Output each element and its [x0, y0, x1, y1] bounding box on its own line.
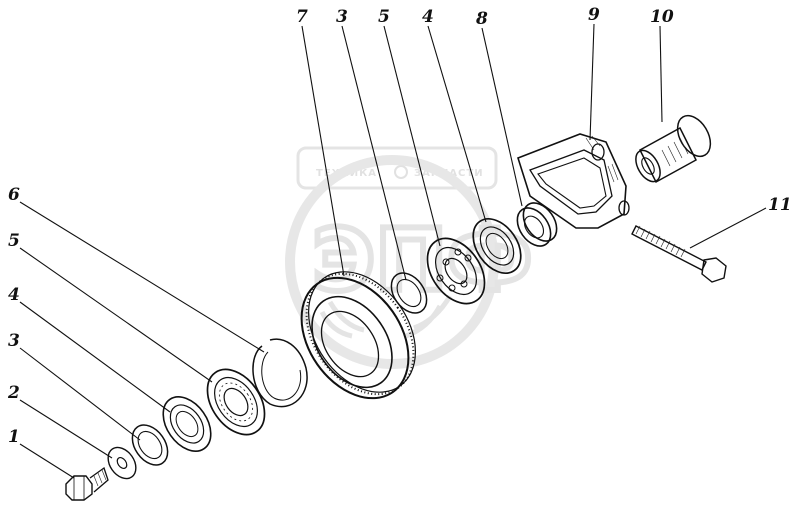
leader-7	[301, 25, 345, 277]
part-10-bushing	[635, 114, 712, 184]
part-6-snap-ring	[252, 338, 308, 408]
part-11-stud-bolt	[631, 225, 727, 283]
leader-6	[19, 201, 265, 353]
leader-2	[19, 399, 113, 459]
part-5-bearing-left	[206, 368, 266, 436]
leader-10	[659, 25, 663, 123]
callout-11: 11	[768, 195, 792, 215]
leader-3b	[341, 25, 407, 281]
gear-icon	[394, 165, 408, 179]
leader-3a	[19, 347, 141, 441]
part-9-bracket	[517, 133, 630, 229]
leader-5a	[19, 247, 213, 383]
watermark-monogram: ЭПФ	[312, 211, 532, 311]
callout-10: 10	[650, 7, 674, 27]
leader-11	[689, 207, 767, 249]
part-3-spacer-ring-left	[131, 424, 169, 466]
callout-4-left: 4	[8, 285, 20, 305]
callout-7: 7	[296, 7, 308, 27]
callout-3-left: 3	[8, 331, 20, 351]
leader-lines	[19, 23, 767, 479]
callout-5-left: 5	[8, 231, 20, 251]
leader-1	[19, 443, 75, 479]
leader-5b	[383, 25, 441, 247]
callout-2: 2	[7, 383, 20, 403]
part-5-bearing-right	[426, 237, 486, 305]
part-1-bolt	[65, 466, 109, 501]
part-4-seal-left	[162, 396, 212, 452]
callout-5-right: 5	[378, 7, 390, 27]
part-3-spacer-ring-right	[390, 272, 428, 314]
callout-9: 9	[588, 5, 600, 25]
leader-8	[481, 27, 523, 207]
leader-4a	[19, 301, 171, 413]
callout-1: 1	[8, 427, 20, 447]
callout-4-right: 4	[422, 7, 434, 27]
part-4-seal-right	[472, 218, 522, 274]
watermark: ТЕХНИКА ЗАПЧАСТИ ЭПФ	[285, 146, 535, 369]
callout-6: 6	[8, 185, 20, 205]
callout-labels: 1 2 3 4 5 6 7 3 5 4 8 9 10 11	[7, 5, 792, 447]
callout-3-right: 3	[336, 7, 348, 27]
callout-8: 8	[475, 9, 488, 29]
leader-4b	[427, 25, 487, 223]
part-8-sleeve	[516, 202, 558, 247]
part-2-washer	[107, 446, 137, 480]
leader-9	[589, 23, 595, 141]
